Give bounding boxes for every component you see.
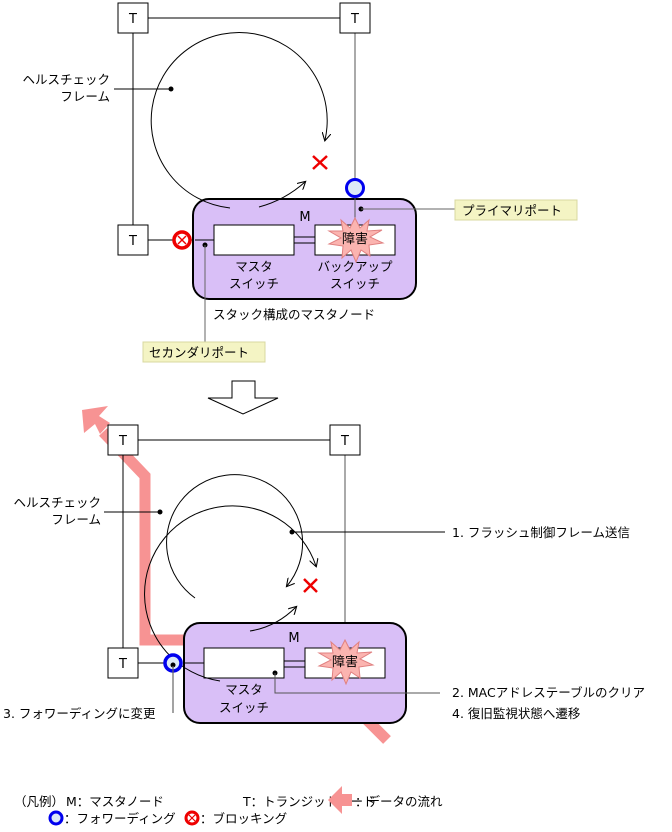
legend: （凡例） M：マスタノード T：トランジットノード ：データの流れ ：フォワーデ…: [14, 786, 443, 826]
transit-node-label: T: [350, 12, 359, 27]
master-switch-label: スイッチ: [219, 700, 269, 715]
transit-node-top-right: T: [339, 2, 371, 34]
step-4-label: 4. 復旧監視状態へ遷移: [452, 706, 580, 721]
master-switch: [203, 647, 285, 679]
transit-node-top-right: T: [329, 424, 361, 456]
legend-blocking: ：ブロッキング: [200, 811, 287, 826]
bottom-diagram: T T M マスタ スイッチ 障害: [3, 406, 645, 744]
backup-switch-label: スイッチ: [330, 276, 380, 291]
transit-node-label: T: [128, 12, 137, 27]
step-2-label: 2. MACアドレステーブルのクリア: [452, 685, 645, 700]
master-node-stack: M マスタ スイッチ バックアップ スイッチ 障害: [192, 196, 417, 300]
legend-forwarding-icon: [48, 810, 64, 826]
transit-node-label: T: [128, 234, 137, 249]
legend-forwarding: ：フォワーディング: [64, 811, 176, 826]
legend-data-flow-arrow-icon: [328, 786, 352, 814]
fault-burst-icon: [317, 638, 375, 686]
transit-node-top-left: T: [117, 2, 149, 34]
step-3-label: 3. フォワーディングに変更: [3, 706, 156, 721]
health-check-frame-arrow: [150, 32, 327, 209]
primary-port-label: プライマリポート: [462, 203, 562, 218]
top-diagram: T T M マスタ スイッチ バックアップ スイッチ 障害: [22, 2, 578, 363]
legend-blocking-icon: [184, 810, 200, 826]
master-node-box: [192, 198, 417, 300]
health-check-label: ヘルスチェック: [13, 495, 101, 510]
fault-burst-icon: [327, 216, 385, 264]
health-check-label: フレーム: [60, 89, 110, 104]
legend-master: M：マスタノード: [66, 794, 164, 809]
master-switch-label: マスタ: [235, 259, 273, 274]
secondary-port-callout: [142, 341, 266, 363]
legend-data-flow: ：データの流れ: [355, 794, 443, 809]
transit-node-bottom-left: T: [117, 224, 149, 256]
legend-prefix: （凡例）: [14, 794, 64, 809]
transit-node-label: T: [340, 434, 349, 449]
master-switch-label: マスタ: [225, 682, 263, 697]
fault-label: 障害: [342, 231, 368, 247]
health-check-frame-arrow-return: [258, 182, 305, 208]
fault-label: 障害: [332, 654, 358, 670]
frame-lost-x-icon: [303, 578, 318, 593]
backup-switch-label: バックアップ: [317, 259, 393, 274]
secondary-port-label: セカンダリポート: [149, 345, 249, 360]
health-check-frame-arrow-return: [249, 607, 296, 632]
transit-node-bottom-left: T: [107, 647, 139, 679]
health-check-label: フレーム: [51, 512, 101, 527]
transit-node-top-left: T: [107, 424, 139, 456]
master-label: M: [288, 631, 299, 646]
step-1-label: 1. フラッシュ制御フレーム送信: [452, 525, 630, 540]
transition-down-arrow-icon: [207, 380, 279, 415]
master-switch-label: スイッチ: [229, 276, 279, 291]
master-node-stack: M マスタ スイッチ 障害: [183, 622, 440, 724]
frame-lost-x-icon: [312, 155, 328, 170]
stack-caption: スタック構成のマスタノード: [213, 307, 375, 322]
master-label: M: [299, 210, 310, 225]
forwarding-port-icon: [345, 178, 365, 198]
transit-node-label: T: [118, 434, 127, 449]
flush-control-frame-arrow: [166, 474, 304, 599]
transit-node-label: T: [118, 657, 127, 672]
health-check-label: ヘルスチェック: [22, 72, 110, 87]
master-switch: [213, 224, 295, 256]
primary-port-callout: [454, 199, 578, 221]
blocking-port-icon: [172, 230, 192, 250]
